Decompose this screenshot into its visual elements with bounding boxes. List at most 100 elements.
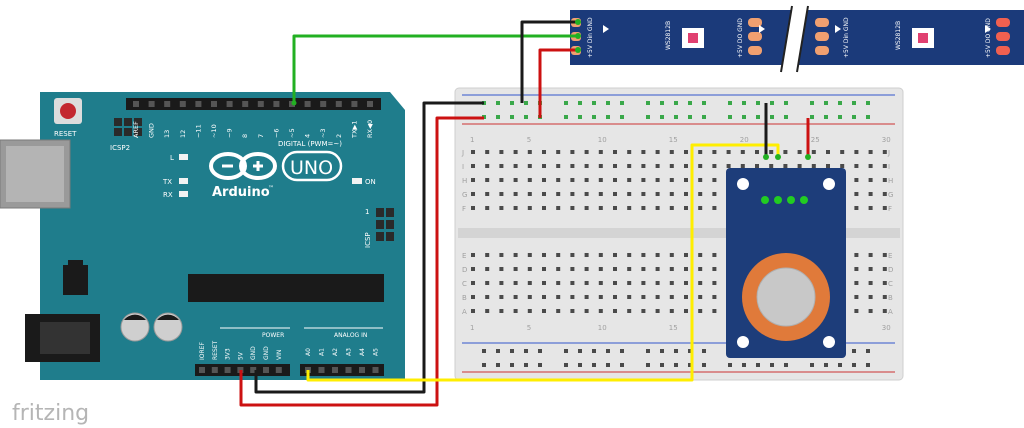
icsp-label: ICSP: [364, 232, 372, 248]
breadboard-hole: [868, 253, 873, 257]
header-pin: [304, 101, 311, 107]
icsp2-pin: [134, 128, 142, 136]
sensor-pin-1: [761, 196, 769, 204]
breadboard-hole: [641, 253, 646, 257]
sensor-pin-3: [787, 196, 795, 204]
rail-hole: [838, 363, 842, 367]
row-letter: J: [461, 149, 464, 157]
power-label: POWER: [262, 332, 284, 339]
power-pin-label: VIN: [276, 350, 283, 360]
digital-header: [126, 98, 381, 110]
l-led-label: L: [170, 154, 174, 162]
header-pin: [320, 101, 327, 107]
breadboard-hole: [527, 164, 532, 168]
strip-pad: [996, 46, 1010, 55]
breadboard-hole: [868, 164, 873, 168]
breadboard-hole: [712, 309, 717, 313]
gas-sensor-module: [726, 168, 846, 358]
breadboard-hole: [499, 178, 504, 182]
breadboard-hole: [471, 206, 475, 210]
rail-hole: [824, 363, 828, 367]
breadboard-hole: [669, 267, 674, 271]
rail-hole: [482, 349, 486, 353]
breadboard-hole: [868, 192, 873, 196]
icsp2-header: [114, 118, 142, 136]
breadboard-hole: [613, 192, 617, 196]
rail-hole: [510, 115, 514, 119]
arduino-pcb: [40, 92, 405, 380]
rail-hole: [620, 115, 624, 119]
rail-hole: [866, 115, 870, 119]
breadboard-hole: [627, 309, 632, 313]
breadboard-hole: [868, 267, 873, 271]
row-letter: H: [462, 177, 467, 185]
strip-pad-label: +5V Din GND: [843, 17, 850, 58]
breadboard-hole: [655, 267, 660, 271]
wire-black-gnd: [254, 101, 484, 394]
rail-hole: [660, 101, 664, 105]
icsp2-pin: [124, 118, 132, 126]
reset-button: [60, 103, 76, 119]
logo-tm: ™: [268, 185, 274, 192]
rail-hole: [674, 349, 678, 353]
row-letter: E: [888, 252, 892, 260]
rail-hole: [496, 115, 500, 119]
rail-hole: [538, 349, 542, 353]
rail-hole: [482, 363, 486, 367]
header-pin-label: RX◀0: [366, 120, 374, 138]
breadboard-hole: [485, 164, 490, 168]
sensor-pin-2: [774, 196, 782, 204]
rail-hole: [728, 101, 732, 105]
breadboard-hole: [499, 192, 504, 196]
rail-hole: [688, 349, 692, 353]
breadboard-hole: [882, 281, 887, 285]
breadboard-hole: [769, 164, 774, 168]
breadboard-hole: [684, 295, 688, 299]
breadboard-hole: [471, 164, 475, 168]
breadboard-hole: [655, 206, 660, 210]
wire-end-black-sensor: [763, 154, 769, 160]
rail-hole: [660, 349, 664, 353]
rail-hole: [620, 363, 624, 367]
breadboard-hole: [854, 150, 859, 154]
analog-pin-label: A4: [359, 348, 366, 356]
breadboard-hole: [882, 253, 887, 257]
rail-hole: [674, 115, 678, 119]
rail-hole: [620, 101, 624, 105]
icsp2-label: ICSP2: [110, 144, 130, 152]
strip-pad-label: +5V DO GND: [737, 18, 744, 58]
breadboard-hole: [613, 281, 617, 285]
breadboard-hole: [684, 192, 688, 196]
breadboard-hole: [627, 164, 632, 168]
strip-arrow-icon-3: [835, 25, 841, 33]
analog-pin-label: A2: [332, 348, 339, 356]
breadboard-hole: [598, 192, 603, 196]
row-letter: I: [462, 163, 464, 171]
header-pin: [335, 101, 342, 107]
icsp-pin: [376, 208, 384, 217]
strip-pad: [996, 32, 1010, 41]
strip-pad: [748, 18, 762, 27]
power-pin-label: 5V: [237, 351, 244, 360]
strip-arrow-icon-2: [759, 25, 765, 33]
breadboard-hole: [698, 178, 703, 182]
rail-hole: [510, 363, 514, 367]
breadboard-hole: [712, 150, 717, 154]
strip-pad: [748, 32, 762, 41]
header-pin: [148, 101, 155, 107]
breadboard-hole: [726, 164, 731, 168]
row-letter: C: [462, 280, 467, 288]
rail-hole: [838, 115, 842, 119]
rail-hole: [728, 363, 732, 367]
header-pin: [133, 101, 139, 107]
header-pin-label: 4: [304, 134, 312, 138]
header-pin: [242, 101, 249, 107]
power-pin: [224, 367, 231, 373]
breadboard-hole: [698, 309, 703, 313]
breadboard-hole: [627, 150, 632, 154]
header-pin: [164, 101, 171, 107]
breadboard-hole: [627, 206, 632, 210]
rail-hole: [810, 115, 814, 119]
header-pin: [273, 101, 280, 107]
strip-pad-label: +5V Din GND: [587, 17, 594, 58]
